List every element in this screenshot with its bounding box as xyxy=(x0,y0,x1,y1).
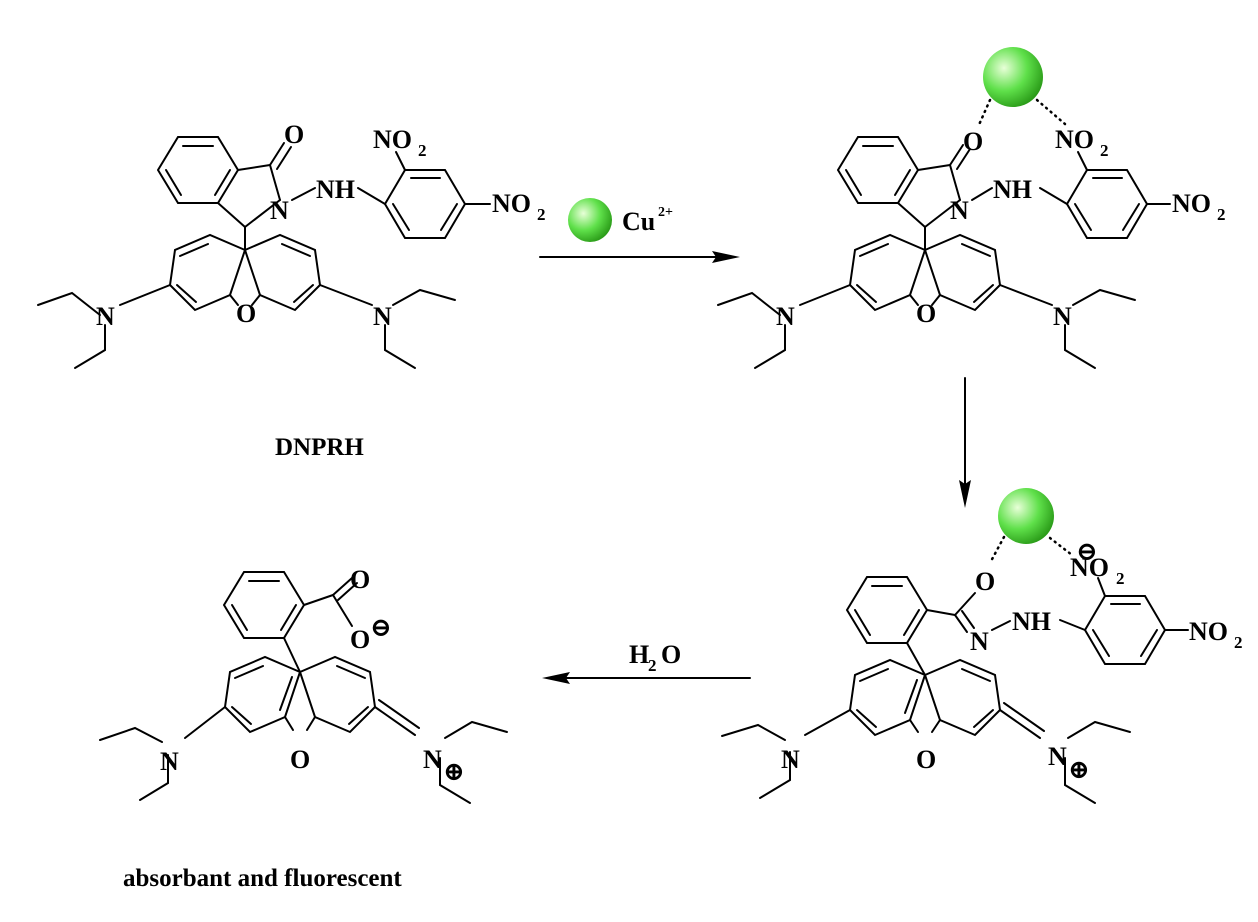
cu-ion-sphere xyxy=(998,488,1054,544)
ring-opened-nitro-ortho: NO 2 xyxy=(1070,553,1125,588)
product-bonds xyxy=(99,571,508,804)
ring-opened-iminium-n: N xyxy=(1048,742,1067,771)
dnprh-amine-left: N xyxy=(96,302,115,331)
ring-opened-xanthene-o: O xyxy=(916,745,936,774)
ring-opening-step xyxy=(959,377,971,508)
nitro-label: NO xyxy=(492,189,531,218)
dnprh-bonds xyxy=(37,136,491,369)
ring-opened-iminium-charge: ⊕ xyxy=(1068,755,1090,784)
hydrolysis-step: H 2 O xyxy=(542,640,751,684)
cu-ion-sphere xyxy=(983,47,1043,107)
nitro-subscript: 2 xyxy=(1100,141,1109,160)
rhodamine-product-structure: O O ⊖ O N N ⊕ absorbant and fluorescent xyxy=(99,565,508,892)
ring-opened-o-minus-charge: ⊖ xyxy=(1076,537,1098,566)
complex-nh: NH xyxy=(993,175,1032,204)
product-xanthene-o: O xyxy=(290,745,310,774)
product-iminium-n: N xyxy=(423,745,442,774)
complex-amine-left: N xyxy=(776,302,795,331)
cu-complex-structure: O N NH NO 2 NO 2 O N N xyxy=(717,47,1226,369)
arrowhead-3 xyxy=(542,672,570,684)
nitro-subscript: 2 xyxy=(537,205,546,224)
dnprh-structure: O N NH NO 2 NO 2 O N N DNPRH xyxy=(37,120,546,461)
product-iminium-charge: ⊕ xyxy=(443,757,465,786)
ring-opened-complex-structure: ⊖ O N NH NO 2 NO 2 O N N ⊕ xyxy=(721,488,1243,804)
complex-lactam-n: N xyxy=(950,196,969,225)
nitro-label: NO xyxy=(1172,189,1211,218)
carboxylate-o-single: O xyxy=(350,625,370,654)
ring-opened-amide-o: O xyxy=(975,567,995,596)
complex-nitro-ortho: NO 2 xyxy=(1055,125,1109,160)
complex-carbonyl-o: O xyxy=(963,127,983,156)
dnprh-atoms: O N NH NO 2 NO 2 O N N xyxy=(96,120,546,331)
nitro-label: NO xyxy=(373,125,412,154)
cu-complex-atoms: O N NH NO 2 NO 2 O N N xyxy=(776,125,1226,331)
ring-opened-imine-n: N xyxy=(970,627,989,656)
cu-addition-step: Cu 2+ xyxy=(539,198,740,263)
complex-nitro-para: NO 2 xyxy=(1172,189,1226,224)
product-atoms: O O ⊖ O N N ⊕ xyxy=(160,565,465,786)
product-amine-left: N xyxy=(160,747,179,776)
cu-ion-symbol: Cu xyxy=(622,207,655,236)
nitro-label: NO xyxy=(1055,125,1094,154)
nitro-subscript: 2 xyxy=(1116,569,1125,588)
cu-complex-bonds xyxy=(717,136,1171,369)
ring-opened-atoms: ⊖ O N NH NO 2 NO 2 O N N ⊕ xyxy=(781,537,1243,784)
nitro-label: NO xyxy=(1070,553,1109,582)
complex-xanthene-o: O xyxy=(916,299,936,328)
nitro-subscript: 2 xyxy=(418,141,427,160)
arrowhead-2 xyxy=(959,480,971,508)
ring-opened-bonds xyxy=(721,576,1189,804)
ring-opened-nh: NH xyxy=(1012,607,1051,636)
arrowhead-1 xyxy=(712,251,740,263)
probe-caption: DNPRH xyxy=(275,434,364,461)
cu-ion-charge: 2+ xyxy=(658,205,673,220)
ring-opened-nitro-para: NO 2 xyxy=(1189,617,1243,652)
water-h: H xyxy=(629,640,649,669)
dnprh-nh: NH xyxy=(316,175,355,204)
carboxylate-o-double: O xyxy=(350,565,370,594)
complex-amine-right: N xyxy=(1053,302,1072,331)
dnprh-amine-right: N xyxy=(373,302,392,331)
nitro-subscript: 2 xyxy=(1234,633,1243,652)
nitro-label: NO xyxy=(1189,617,1228,646)
water-subscript: 2 xyxy=(648,656,657,675)
dnprh-nitro-ortho: NO 2 xyxy=(373,125,427,160)
water-o: O xyxy=(661,640,681,669)
dnprh-xanthene-o: O xyxy=(236,299,256,328)
carboxylate-charge: ⊖ xyxy=(370,613,392,642)
product-caption: absorbant and fluorescent xyxy=(123,865,402,892)
nitro-subscript: 2 xyxy=(1217,205,1226,224)
cu-ion-sphere xyxy=(568,198,612,242)
ring-opened-amine-left: N xyxy=(781,745,800,774)
dnprh-nitro-para: NO 2 xyxy=(492,189,546,224)
dnprh-carbonyl-o: O xyxy=(284,120,304,149)
dnprh-lactam-n: N xyxy=(270,196,289,225)
